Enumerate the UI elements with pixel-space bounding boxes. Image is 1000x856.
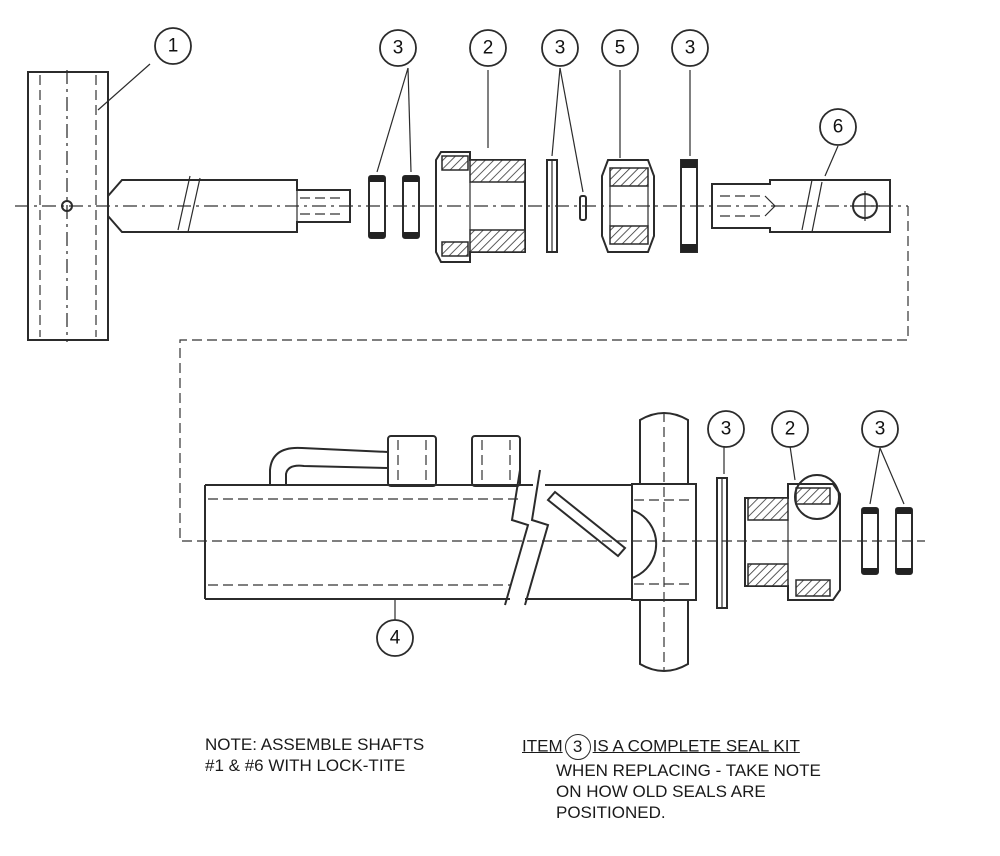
part-5-piston [601, 70, 655, 253]
part-3-seal-pair-e [861, 447, 913, 575]
svg-text:2: 2 [483, 38, 494, 59]
svg-text:3: 3 [555, 38, 566, 59]
svg-text:2: 2 [785, 419, 796, 440]
svg-text:5: 5 [615, 38, 626, 59]
part-3-seal-c [680, 70, 698, 253]
svg-text:3: 3 [721, 419, 732, 440]
svg-text:1: 1 [168, 36, 179, 57]
callout-3c: 3 [671, 29, 709, 67]
seal-kit-note-line1: IS A COMPLETE SEAL KIT [592, 736, 800, 756]
callout-3a: 3 [379, 29, 417, 67]
part-3-seal-pair-a [368, 67, 420, 239]
part-4-cylinder-barrel [204, 412, 697, 672]
svg-text:3: 3 [685, 38, 696, 59]
seal-kit-note-line2: WHEN REPLACING - TAKE NOTE [556, 761, 821, 780]
callout-5: 5 [601, 29, 639, 67]
callout-6: 6 [819, 108, 857, 146]
seal-kit-item-callout: 3 [564, 734, 591, 760]
callout-2b: 2 [771, 410, 809, 448]
assembly-note: NOTE: ASSEMBLE SHAFTS #1 & #6 WITH LOCK-… [205, 734, 424, 776]
callout-3b: 3 [541, 29, 579, 67]
svg-text:3: 3 [875, 419, 886, 440]
seal-kit-note-line4: POSITIONED. [556, 803, 666, 822]
part-6-rod-end [711, 145, 891, 233]
svg-text:3: 3 [393, 38, 404, 59]
callout-2a: 2 [469, 29, 507, 67]
part-3-seal-pair-b [546, 67, 587, 253]
callout-3d: 3 [707, 410, 745, 448]
callout-4: 4 [376, 619, 414, 657]
callout-1: 1 [154, 27, 192, 65]
seal-kit-item-prefix: ITEM [522, 736, 563, 756]
part-2-gland-nut-a [435, 70, 526, 263]
callout-3e: 3 [861, 410, 899, 448]
centerlines [15, 70, 925, 542]
assembly-note-line1: NOTE: ASSEMBLE SHAFTS [205, 735, 425, 754]
part-3-seal-d [716, 446, 728, 609]
part-2-gland-nut-b [744, 445, 841, 601]
svg-text:6: 6 [833, 117, 844, 138]
seal-kit-note-line3: ON HOW OLD SEALS ARE [556, 782, 766, 801]
part-1-t-handle-shaft [27, 63, 351, 341]
svg-text:4: 4 [390, 628, 401, 649]
assembly-note-line2: #1 & #6 WITH LOCK-TITE [205, 756, 406, 775]
